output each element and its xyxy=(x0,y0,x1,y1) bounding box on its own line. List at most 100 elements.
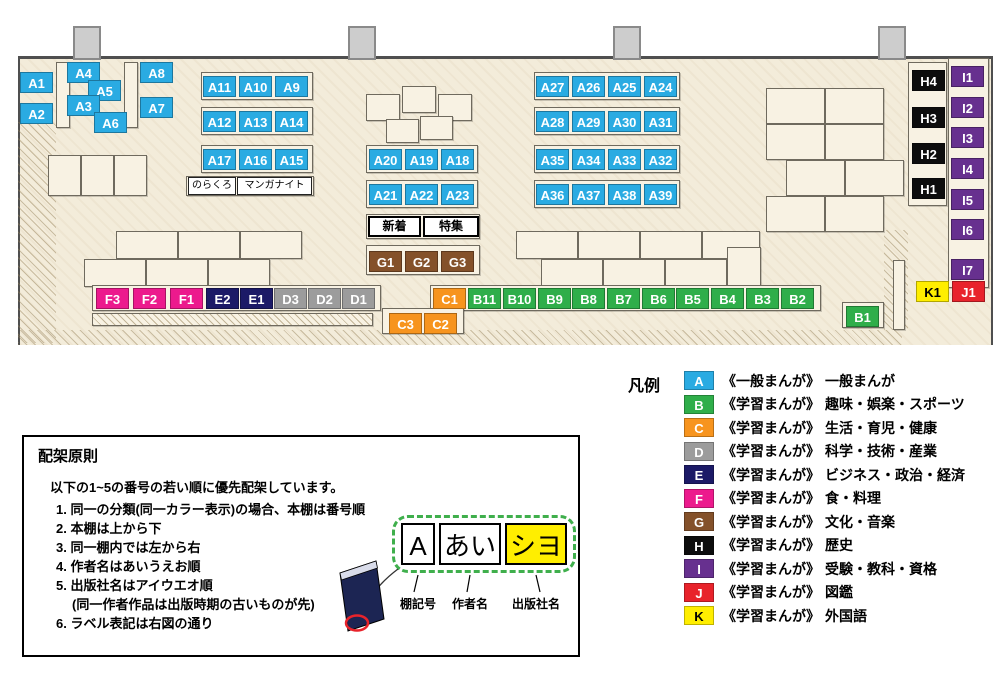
shelf-label-A2: A2 xyxy=(20,103,53,124)
shelf-label-I2: I2 xyxy=(951,97,984,118)
shelf-label-I7: I7 xyxy=(951,259,984,280)
shelf-label-A24: A24 xyxy=(644,76,677,97)
shelf-label-A17: A17 xyxy=(203,149,236,170)
shelf-label-H2: H2 xyxy=(912,143,945,164)
shelf xyxy=(893,260,905,330)
legend-category: ビジネス・政治・経済 xyxy=(825,466,965,483)
shelf-label-A36: A36 xyxy=(536,184,569,205)
caption-author-name: 作者名 xyxy=(452,597,489,611)
caption-publisher-name: 出版社名 xyxy=(512,597,561,611)
shelf-label-A12: A12 xyxy=(203,111,236,132)
legend-series: 《学習まんが》 xyxy=(722,537,820,554)
legend-series: 《学習まんが》 xyxy=(722,466,820,483)
shelf-label-A38: A38 xyxy=(608,184,641,205)
shelf-label-I3: I3 xyxy=(951,127,984,148)
shelf-label-E1: E1 xyxy=(240,288,273,309)
legend-category: 文化・音楽 xyxy=(825,513,895,530)
shelf-label-I4: I4 xyxy=(951,158,984,179)
shelf xyxy=(402,86,436,113)
legend-item-K: K《学習まんが》外国語 xyxy=(684,604,965,628)
shelf-label-G1: G1 xyxy=(369,251,402,272)
shelf-label-B8: B8 xyxy=(572,288,605,309)
shelf xyxy=(178,231,240,259)
legend-title: 凡例 xyxy=(628,378,661,395)
legend-item-A: A《一般まんが》一般まんが xyxy=(684,369,965,393)
shelf xyxy=(825,196,884,232)
shelf-label-B6: B6 xyxy=(642,288,675,309)
legend-series: 《学習まんが》 xyxy=(722,584,820,601)
label-example: A あい シヨ xyxy=(392,515,576,573)
example-author-name: あい xyxy=(439,523,501,565)
shelf xyxy=(541,259,603,287)
shelf-label-G2: G2 xyxy=(405,251,438,272)
shelf-label-A29: A29 xyxy=(572,111,605,132)
shelf xyxy=(81,155,114,196)
shelf xyxy=(766,124,825,160)
shelf-label-A35: A35 xyxy=(536,149,569,170)
shelf-label-A28: A28 xyxy=(536,111,569,132)
shelf-label-B2: B2 xyxy=(781,288,814,309)
shelf-label-A39: A39 xyxy=(644,184,677,205)
shelf xyxy=(84,259,146,287)
legend-swatch-K: K xyxy=(684,606,714,626)
shelf-label-A6: A6 xyxy=(94,112,127,133)
shelf-label-B9: B9 xyxy=(538,288,571,309)
shelf-label-C2: C2 xyxy=(424,313,457,334)
shelf-label-A25: A25 xyxy=(608,76,641,97)
shelf-label-A13: A13 xyxy=(239,111,272,132)
shelf xyxy=(578,231,640,259)
shelf-label-B7: B7 xyxy=(607,288,640,309)
shelf-label-A37: A37 xyxy=(572,184,605,205)
pillar xyxy=(613,26,641,60)
legend-swatch-I: I xyxy=(684,559,714,579)
shelf xyxy=(786,160,845,196)
map-sign: マンガナイト xyxy=(237,177,312,195)
shelf-label-I6: I6 xyxy=(951,219,984,240)
shelf xyxy=(766,196,825,232)
caption-shelf-code: 棚記号 xyxy=(400,597,437,611)
legend-series: 《学習まんが》 xyxy=(722,419,820,436)
legend-item-B: B《学習まんが》趣味・娯楽・スポーツ xyxy=(684,393,965,417)
shelf-label-B11: B11 xyxy=(468,288,501,309)
shelf-label-A11: A11 xyxy=(203,76,236,97)
shelf-label-K1: K1 xyxy=(916,281,949,302)
legend-swatch-C: C xyxy=(684,418,714,438)
legend-category: 科学・技術・産業 xyxy=(825,443,937,460)
shelf-label-A26: A26 xyxy=(572,76,605,97)
pillar xyxy=(73,26,101,60)
map-sign: 新着 xyxy=(368,216,421,237)
shelf-label-A31: A31 xyxy=(644,111,677,132)
shelf-label-A20: A20 xyxy=(369,149,402,170)
legend-category: 図鑑 xyxy=(825,584,853,601)
shelf xyxy=(766,88,825,124)
shelf-label-H1: H1 xyxy=(912,178,945,199)
principles-item: (同一作者作品は出版時期の古いものが先) xyxy=(72,597,315,612)
pillar xyxy=(878,26,906,60)
shelf-label-C3: C3 xyxy=(389,313,422,334)
principles-item: 1. 同一の分類(同一カラー表示)の場合、本棚は番号順 xyxy=(56,502,366,517)
shelf xyxy=(665,259,727,287)
label-position-connector xyxy=(360,568,399,617)
shelf-label-A9: A9 xyxy=(275,76,308,97)
shelf-label-H4: H4 xyxy=(912,70,945,91)
principles-item: 2. 本棚は上から下 xyxy=(56,521,162,536)
shelf xyxy=(727,247,761,287)
shelf-label-J1: J1 xyxy=(952,281,985,302)
shelf-label-A14: A14 xyxy=(275,111,308,132)
principles-item: 5. 出版社名はアイウエオ順 xyxy=(56,578,213,593)
legend-series: 《学習まんが》 xyxy=(722,607,820,624)
legend-item-J: J《学習まんが》図鑑 xyxy=(684,581,965,605)
pillar xyxy=(348,26,376,60)
shelf-label-D2: D2 xyxy=(308,288,341,309)
shelf xyxy=(845,160,904,196)
legend-item-F: F《学習まんが》食・料理 xyxy=(684,487,965,511)
example-shelf-code: A xyxy=(401,523,435,565)
shelf-label-B10: B10 xyxy=(503,288,536,309)
shelf-label-I1: I1 xyxy=(951,66,984,87)
legend-series: 《一般まんが》 xyxy=(722,372,820,389)
shelf-label-A23: A23 xyxy=(441,184,474,205)
shelf-label-G3: G3 xyxy=(441,251,474,272)
